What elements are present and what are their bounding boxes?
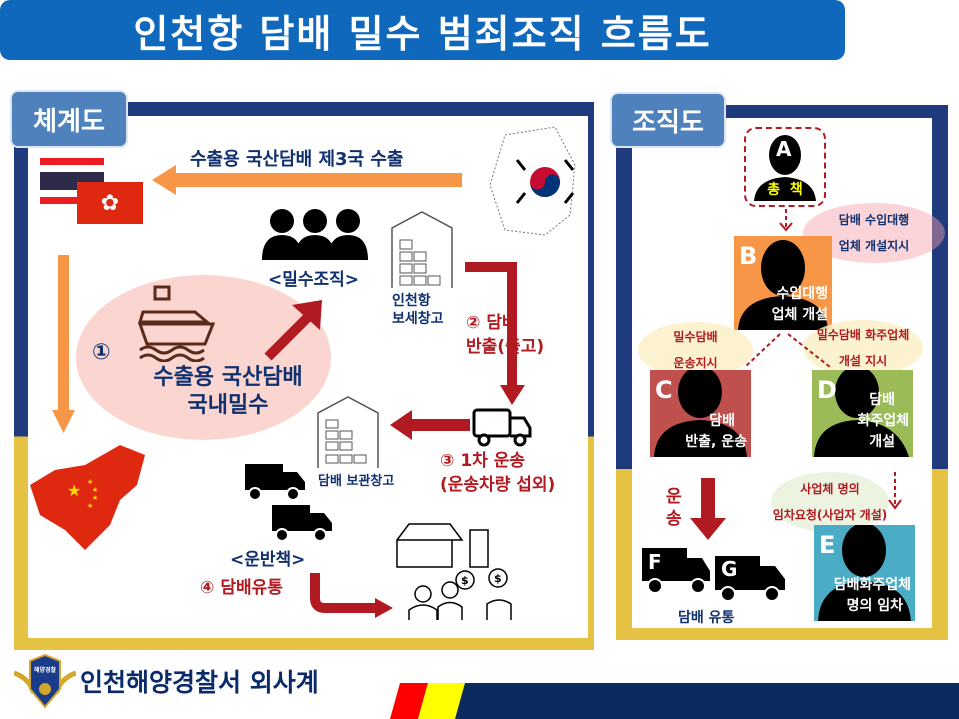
- member-b-letter: B: [739, 242, 758, 270]
- b-note-left-line1: 밀수담배: [673, 329, 718, 344]
- a-note-line2: 업체 개설지시: [838, 239, 910, 253]
- step3-number: ③: [440, 451, 455, 471]
- step3-line1: 1차 운송: [460, 451, 525, 471]
- carrier-truck-1-icon: [245, 464, 305, 501]
- step4-arrow: [310, 573, 393, 618]
- korea-map-flag-icon: [489, 126, 576, 236]
- member-c-letter: C: [655, 376, 673, 404]
- b-note-right-line1: 밀수담배 화주업체: [816, 327, 910, 342]
- step1-number: ①: [92, 340, 111, 365]
- thailand-flag-icon: ✿: [40, 158, 143, 224]
- warehouse-label-2: 보세창고: [392, 311, 444, 328]
- boss-a-card: A 총 책: [744, 127, 826, 207]
- org-label: <밀수조직>: [268, 270, 360, 290]
- member-c-line1: 담배: [709, 413, 735, 429]
- member-e-line2: 명의 임차: [846, 598, 903, 614]
- person-silhouette-icon: [754, 135, 816, 201]
- a-note-line1: 담배 수입대행: [838, 212, 910, 227]
- person-silhouette-icon: [654, 370, 747, 457]
- member-d-line2: 화주업체: [857, 413, 909, 429]
- svg-text:★: ★: [87, 478, 93, 486]
- person-silhouette-icon: [738, 240, 828, 330]
- svg-text:$: $: [461, 574, 469, 587]
- boss-role: 총 책: [767, 182, 803, 198]
- step4-label: 담배유통: [220, 578, 283, 598]
- boss-letter: A: [776, 137, 792, 161]
- d-to-e-arrow: [888, 472, 902, 510]
- tab-org-chart: 조직도: [610, 92, 726, 148]
- export-arrow: [152, 165, 462, 195]
- step1-line2: 국내밀수: [187, 392, 269, 418]
- step4-number: ④: [200, 578, 215, 598]
- svg-text:★: ★: [67, 481, 81, 500]
- page-title: 인천항 담배 밀수 범죄조직 흐름도: [0, 0, 845, 60]
- export-label: 수출용 국산담배 제3국 수출: [190, 149, 404, 170]
- member-d-line1: 담배: [869, 392, 895, 408]
- bonded-warehouse-icon: [391, 211, 453, 288]
- truck-f-label: F: [648, 550, 662, 574]
- box-cigarette-buyers-icon: $$: [396, 523, 512, 620]
- storage-warehouse-icon: [317, 396, 379, 468]
- trucks-label: 담배 유통: [678, 610, 735, 626]
- step2-number: ②: [466, 313, 481, 333]
- step3-line2: (운송차량 섭외): [440, 474, 556, 495]
- step1-line1: 수출용 국산담배: [153, 365, 303, 390]
- tab-flow-chart: 체계도: [10, 90, 128, 148]
- warehouse-label-1: 인천항: [392, 293, 431, 309]
- footer-org-name: 인천해양경찰서 외사계: [80, 668, 319, 697]
- member-b-line1: 수입대행: [776, 286, 828, 302]
- carrier-truck-2-icon: [272, 505, 332, 542]
- person-silhouette-icon: [818, 525, 911, 621]
- a-to-b-arrow: [779, 209, 793, 232]
- smuggling-org-people-icon: [262, 209, 368, 260]
- b-note-left-line2: 운송지시: [673, 356, 718, 370]
- b-to-cd-arrows: [744, 333, 831, 368]
- member-b-line2: 업체 개설: [771, 307, 828, 323]
- footer-stripe-decoration: [390, 683, 959, 719]
- d-note-line1: 사업체 명의: [800, 481, 860, 496]
- svg-text:✿: ✿: [101, 191, 119, 216]
- step2-arrow: [465, 262, 525, 405]
- storage-label: 담배 보관창고: [318, 474, 395, 489]
- down-arrow-to-china: [52, 255, 75, 433]
- step3-arrow: [390, 410, 470, 440]
- svg-text:★: ★: [92, 494, 98, 502]
- svg-text:해양경찰: 해양경찰: [34, 666, 57, 674]
- step2-line1: 담배: [486, 313, 518, 333]
- c-to-trucks-arrow: [690, 478, 726, 540]
- carrier-label: <운반책>: [230, 550, 306, 570]
- member-e-line1: 담배화주업체: [833, 577, 911, 593]
- member-e-letter: E: [819, 531, 836, 559]
- truck-icon: [472, 408, 532, 447]
- svg-text:★: ★: [92, 486, 98, 494]
- coast-guard-badge-logo: 해양경찰: [14, 653, 76, 709]
- member-d-line3: 개설: [869, 434, 895, 450]
- d-note-line2: 임차요청(사업자 개설): [772, 508, 888, 522]
- trucks-fg-icon: [642, 548, 785, 602]
- truck-g-label: G: [721, 557, 738, 581]
- step2-line2: 반출(출고): [466, 336, 545, 357]
- member-d-letter: D: [817, 376, 837, 404]
- svg-text:$: $: [494, 572, 502, 585]
- step1-arrow: [264, 300, 322, 361]
- person-silhouette-icon: [814, 370, 909, 457]
- transport-label: 운송: [666, 487, 682, 530]
- b-note-right-line2: 개설 지시: [838, 354, 888, 368]
- ship-icon: [137, 285, 216, 362]
- china-map-flag-icon: ★★★★★: [30, 445, 145, 550]
- svg-text:★: ★: [87, 502, 93, 510]
- member-c-line2: 반출, 운송: [685, 434, 747, 450]
